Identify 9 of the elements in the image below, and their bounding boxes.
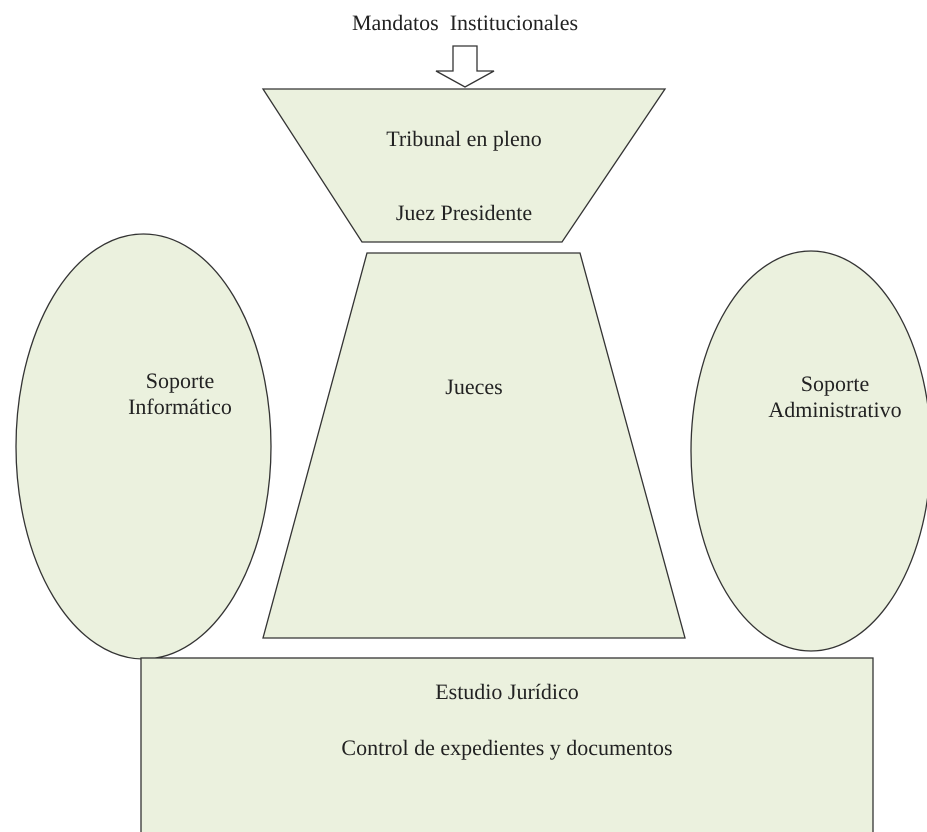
section-text: Control de expedientes y documentos bbox=[340, 735, 674, 762]
level-title: Jueces bbox=[444, 374, 504, 400]
ellipse-label: Soporte Administrativo bbox=[767, 371, 903, 424]
ellipse-label: Soporte Informático bbox=[127, 368, 233, 421]
heading-text: Mandatos Institucionales bbox=[350, 10, 580, 36]
section-title: Estudio Jurídico bbox=[434, 679, 580, 706]
level-title: Tribunal en pleno bbox=[385, 126, 543, 152]
level-title: Juez Presidente bbox=[394, 200, 534, 226]
arrow bbox=[435, 45, 495, 88]
